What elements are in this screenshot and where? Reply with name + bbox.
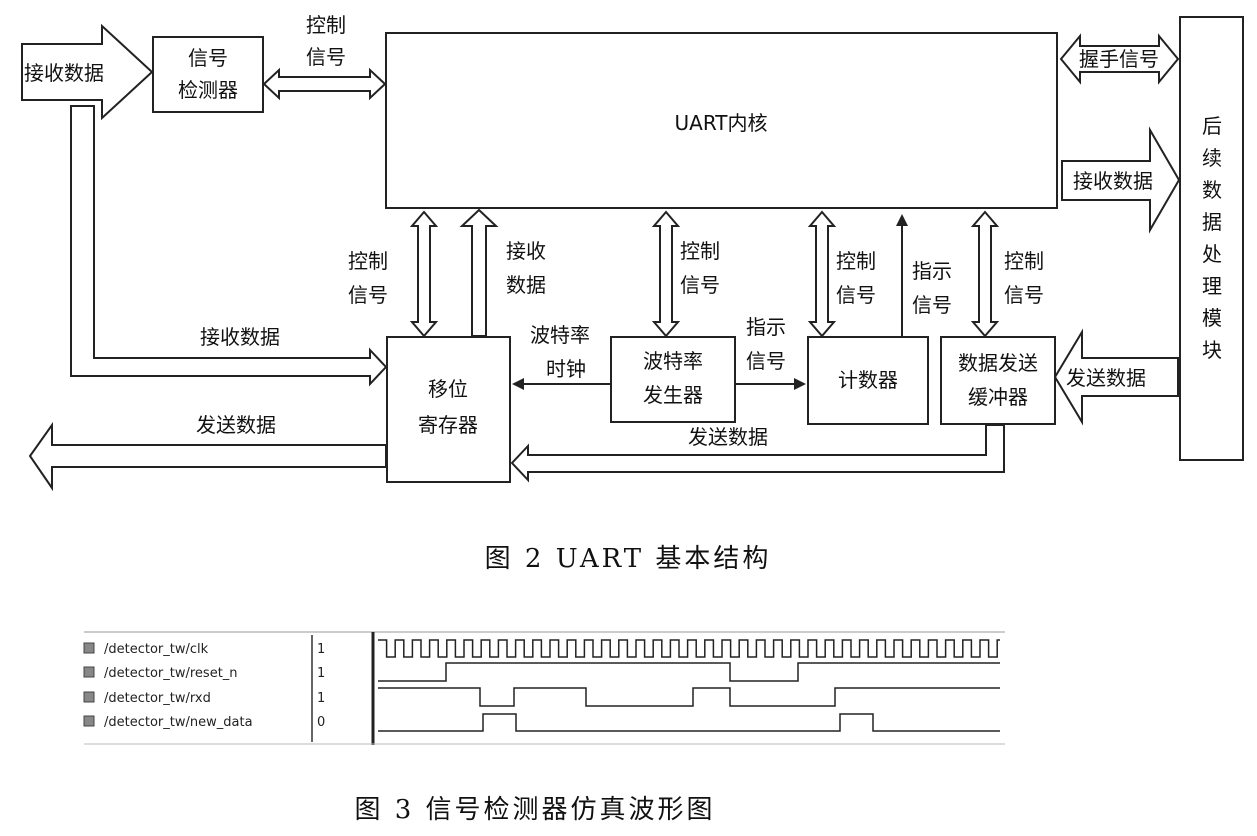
indicate-mid-arrowhead	[794, 378, 806, 390]
tx-data-path-arrow	[510, 424, 1005, 483]
uart-core-label: UART内核	[675, 111, 768, 135]
handshake-label: 握手信号	[1079, 47, 1159, 71]
svg-text:处: 处	[1202, 242, 1222, 266]
svg-text:理: 理	[1202, 274, 1222, 298]
baud-generator-label-1: 波特率	[643, 349, 703, 373]
tx-buffer-label-1: 数据发送	[958, 351, 1038, 375]
counter-ctrl-arrow	[807, 210, 837, 338]
signal-icon	[83, 715, 95, 727]
tx-data-right-arrow	[1053, 328, 1179, 426]
signal-name: /detector_tw/clk	[104, 642, 209, 657]
ctrl-top-label-2: 信号	[306, 45, 346, 69]
rx-data-path-arrow	[70, 105, 388, 387]
ctrl-baud-label-2: 信号	[680, 273, 720, 297]
indicate-mid-label-2: 信号	[746, 349, 786, 373]
tx-data-output-arrow	[28, 421, 387, 492]
indicate-up-label-2: 信号	[912, 293, 952, 317]
buffer-ctrl-arrow	[970, 210, 1000, 338]
ctrl-baud-label-1: 控制	[680, 239, 720, 263]
svg-text:模: 模	[1202, 306, 1222, 330]
rx-data-vert-label-2: 数据	[506, 273, 546, 297]
uart-core-block	[385, 32, 1058, 209]
baud-ctrl-arrow	[651, 210, 681, 338]
rx-data-left-label: 接收数据	[200, 325, 280, 349]
post-processing-block	[1179, 16, 1244, 461]
signal-value: 1	[317, 642, 325, 657]
ctrl-shift-label-1: 控制	[348, 249, 388, 273]
svg-text:数: 数	[1202, 178, 1222, 202]
signal-name: /detector_tw/new_data	[104, 715, 253, 730]
rx-data-input-arrow	[21, 23, 154, 121]
counter-label: 计数器	[838, 368, 898, 392]
signal-value: 1	[317, 666, 325, 681]
shift-ctrl-arrow	[409, 210, 439, 338]
ctrl-shift-label-2: 信号	[348, 283, 388, 307]
baud-clock-label-2: 时钟	[546, 357, 586, 381]
svg-text:续: 续	[1202, 146, 1222, 170]
tx-buffer-label-2: 缓冲器	[968, 385, 1028, 409]
ctrl-top-label-1: 控制	[306, 13, 346, 37]
reset-n-waveform	[378, 662, 1000, 682]
svg-text:块: 块	[1202, 338, 1222, 362]
counter-block	[807, 336, 929, 425]
ctrl-counter-label-1: 控制	[836, 249, 876, 273]
rx-data-input-label: 接收数据	[24, 61, 104, 85]
tx-data-left-label: 发送数据	[196, 413, 276, 437]
ctrl-buffer-label-2: 信号	[1004, 283, 1044, 307]
indicate-mid-label-1: 指示	[746, 315, 786, 339]
svg-text:后: 后	[1202, 114, 1222, 138]
signal-detector-label-1: 信号	[188, 46, 228, 70]
signal-icon	[83, 666, 95, 678]
indicate-up-label-1: 指示	[912, 259, 952, 283]
baud-generator-block	[610, 336, 736, 423]
rxd-waveform	[378, 687, 1000, 707]
rx-data-vert-arrow	[459, 208, 499, 337]
shift-register-label-1: 移位	[428, 377, 468, 401]
signal-name: /detector_tw/reset_n	[104, 666, 238, 681]
ctrl-buffer-label-1: 控制	[1004, 249, 1044, 273]
signal-icon	[83, 691, 95, 703]
svg-text:据: 据	[1202, 210, 1222, 234]
rx-data-vert-label-1: 接收	[506, 239, 546, 263]
rx-data-right-label: 接收数据	[1073, 169, 1153, 193]
signal-value: 1	[317, 691, 325, 706]
waveform-panel: /detector_tw/clk /detector_tw/reset_n /d…	[83, 631, 1005, 745]
detector-core-ctrl-arrow	[262, 67, 387, 101]
clk-waveform	[378, 639, 1000, 658]
signal-detector-block	[152, 36, 264, 113]
new-data-waveform	[378, 713, 1000, 732]
tx-data-right-label: 发送数据	[1066, 366, 1146, 390]
signal-name: /detector_tw/rxd	[104, 691, 211, 706]
post-processing-label: 后 续 数 据 处 理 模 块	[1202, 114, 1222, 362]
figure2-caption: 图 2 UART 基本结构	[485, 544, 772, 574]
handshake-arrow	[1059, 33, 1180, 85]
indicate-up-arrowhead	[896, 214, 908, 226]
shift-register-label-2: 寄存器	[418, 413, 478, 437]
baud-generator-label-2: 发生器	[643, 383, 703, 407]
baud-clock-label-1: 波特率	[530, 323, 590, 347]
figure3-caption: 图 3 信号检测器仿真波形图	[354, 795, 715, 825]
ctrl-counter-label-2: 信号	[836, 283, 876, 307]
rx-data-right-arrow	[1061, 126, 1181, 234]
tx-data-bottom-label: 发送数据	[688, 425, 768, 449]
signal-icon	[83, 642, 95, 654]
signal-detector-label-2: 检测器	[178, 78, 238, 102]
baud-clock-arrowhead	[512, 378, 524, 390]
signal-value: 0	[317, 715, 325, 730]
shift-register-block	[386, 336, 511, 483]
